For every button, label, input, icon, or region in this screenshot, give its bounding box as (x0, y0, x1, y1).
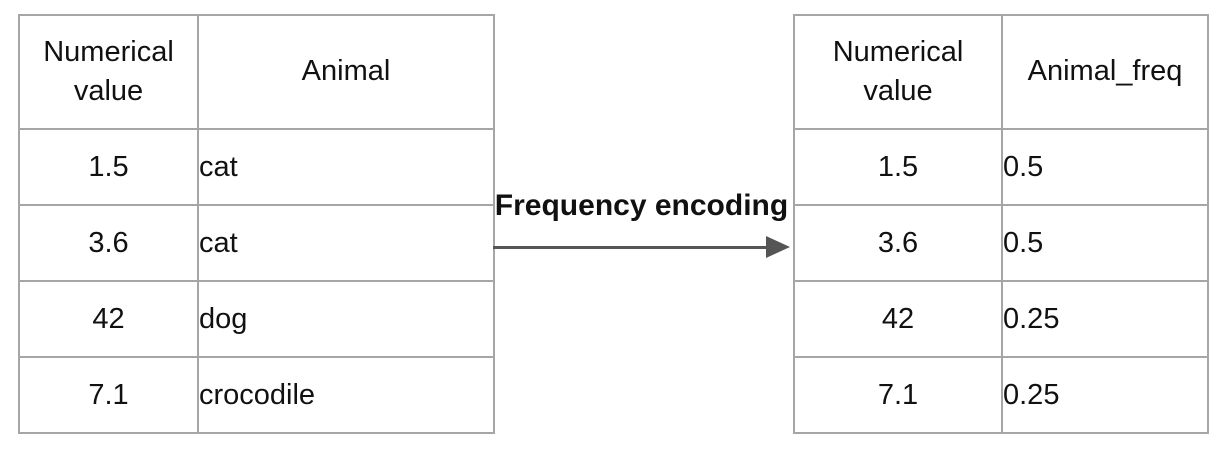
arrow-label: Frequency encoding (494, 189, 789, 222)
table-header-row: Numerical value Animal_freq (793, 14, 1209, 130)
table-row: 42 0.25 (793, 280, 1209, 358)
table-row: 42 dog (18, 280, 495, 358)
header-cell-animal: Animal (197, 14, 495, 130)
table-cell-animal: crocodile (197, 356, 495, 434)
table-cell-animal-freq: 0.25 (1001, 356, 1209, 434)
table-cell-numerical-value: 7.1 (18, 356, 199, 434)
table-row: 7.1 0.25 (793, 356, 1209, 434)
table-row: 7.1 crocodile (18, 356, 495, 434)
table-row: 3.6 cat (18, 204, 495, 282)
table-cell-animal-freq: 0.5 (1001, 128, 1209, 206)
header-cell-numerical-value: Numerical value (793, 14, 1003, 130)
source-table: Numerical value Animal 1.5 cat 3.6 cat 4… (18, 14, 495, 434)
table-cell-numerical-value: 1.5 (793, 128, 1003, 206)
encoded-table: Numerical value Animal_freq 1.5 0.5 3.6 … (793, 14, 1209, 434)
table-cell-animal-freq: 0.5 (1001, 204, 1209, 282)
table-row: 1.5 cat (18, 128, 495, 206)
table-cell-animal-freq: 0.25 (1001, 280, 1209, 358)
table-cell-numerical-value: 42 (793, 280, 1003, 358)
table-cell-numerical-value: 7.1 (793, 356, 1003, 434)
table-cell-numerical-value: 42 (18, 280, 199, 358)
header-cell-animal-freq: Animal_freq (1001, 14, 1209, 130)
table-cell-animal: cat (197, 128, 495, 206)
table-header-row: Numerical value Animal (18, 14, 495, 130)
header-cell-numerical-value: Numerical value (18, 14, 199, 130)
table-cell-animal: cat (197, 204, 495, 282)
arrow-line (493, 246, 767, 249)
table-cell-animal: dog (197, 280, 495, 358)
table-cell-numerical-value: 1.5 (18, 128, 199, 206)
table-row: 3.6 0.5 (793, 204, 1209, 282)
table-cell-numerical-value: 3.6 (18, 204, 199, 282)
table-row: 1.5 0.5 (793, 128, 1209, 206)
table-cell-numerical-value: 3.6 (793, 204, 1003, 282)
arrow-right-icon (766, 236, 790, 258)
